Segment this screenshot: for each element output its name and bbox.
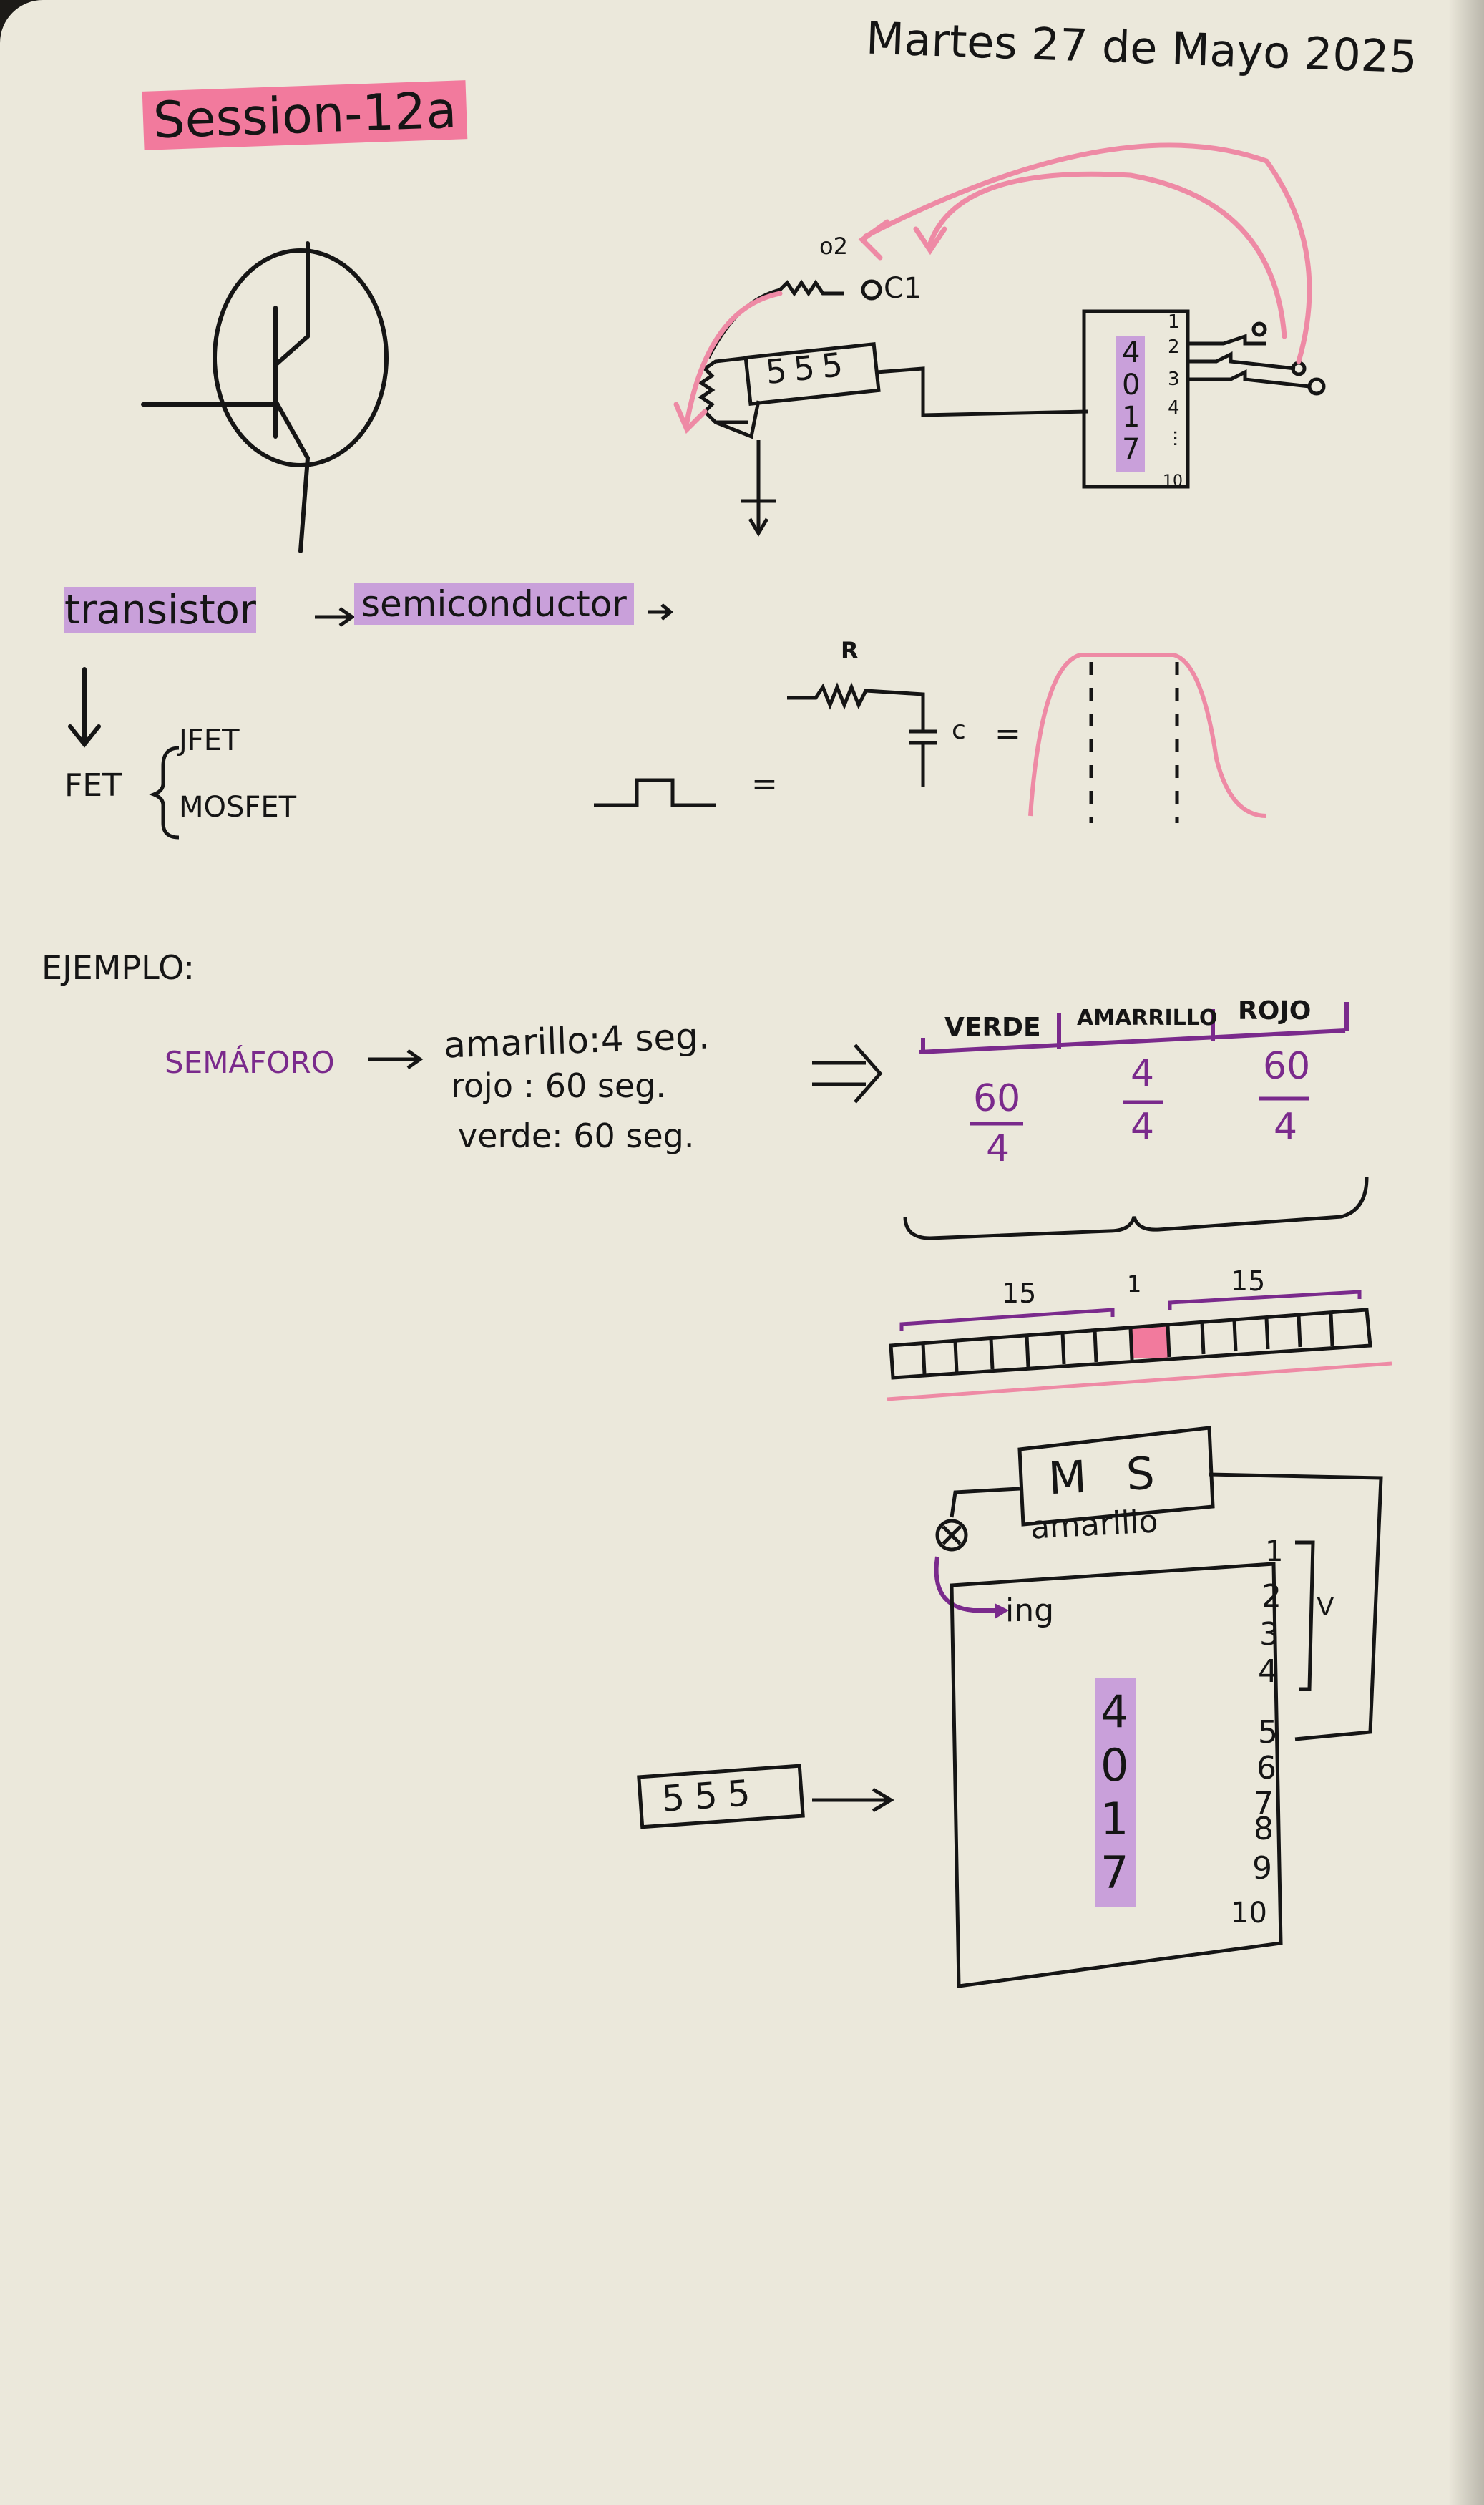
rc-filter-icon <box>787 682 937 787</box>
fet-brace-icon <box>149 746 180 840</box>
filtered-wave-icon <box>1028 653 1267 818</box>
fraction-lines-icon <box>970 1096 1309 1126</box>
down-arrow-icon <box>68 667 101 748</box>
fet-label: FET <box>64 767 122 804</box>
mosfet-label: MOSFET <box>179 791 297 824</box>
header-rojo: ROJO <box>1238 996 1312 1026</box>
feedback-arrows-icon <box>673 142 1312 434</box>
fraction-1-den: 4 <box>986 1127 1010 1170</box>
segment-label-15b: 15 <box>1231 1265 1266 1297</box>
fraction-3-den: 4 <box>1274 1106 1298 1149</box>
equals-2: = <box>995 716 1021 752</box>
pin-label-4: 4 <box>1168 397 1180 419</box>
chip-555-bottom-label: 555 <box>660 1771 762 1820</box>
chip-4017-bottom-icon <box>950 1540 1315 1988</box>
implies-arrow-icon <box>812 1044 883 1104</box>
fraction-2-num: 4 <box>1131 1052 1155 1095</box>
semiconductor-text: semiconductor <box>354 583 634 625</box>
transistor-symbol-icon <box>141 241 389 553</box>
right-arrow-small-icon <box>648 603 673 621</box>
v-label: V <box>1317 1592 1334 1622</box>
chip-4017-bottom-digit-4: 7 <box>1100 1847 1129 1899</box>
ing-arrow-icon <box>934 1556 998 1613</box>
pin-5: 5 <box>1258 1714 1278 1751</box>
pin-10: 10 <box>1231 1897 1267 1930</box>
semaforo-arrow-icon <box>368 1049 424 1070</box>
c-label: c <box>952 716 966 745</box>
arrow-555-icon <box>637 1764 894 1829</box>
chip-4017-top-icon <box>1082 309 1326 489</box>
time-rojo: rojo : 60 seg. <box>451 1066 666 1105</box>
fraction-1-num: 60 <box>973 1077 1021 1120</box>
sum-brace-icon <box>903 1177 1369 1240</box>
r-label: R <box>841 637 859 664</box>
chip-4017-bottom-digit-1: 4 <box>1100 1686 1129 1738</box>
pin-9: 9 <box>1252 1850 1272 1887</box>
chip-4017-bottom-digit-2: 0 <box>1100 1739 1129 1791</box>
amarillo-label: amarillo <box>1029 1503 1159 1547</box>
example-heading: EJEMPLO: <box>42 948 195 987</box>
pin-label-10: 10 <box>1163 472 1183 490</box>
pin-label-dots: ... <box>1169 429 1191 447</box>
pin-4: 4 <box>1258 1653 1278 1690</box>
pin-1: 1 <box>1265 1535 1284 1568</box>
square-wave-icon <box>594 778 716 807</box>
transistor-word: transistor <box>64 587 256 633</box>
chip-4017-top-digit-3: 1 <box>1122 401 1141 434</box>
pin-8: 8 <box>1254 1811 1274 1847</box>
pin-6: 6 <box>1256 1750 1276 1786</box>
c1-label: C1 <box>884 272 922 305</box>
ing-label: ing <box>1005 1592 1055 1629</box>
segment-label-15a: 15 <box>1002 1278 1037 1309</box>
chip-4017-bottom-digit-3: 1 <box>1100 1793 1129 1845</box>
jfet-label: JFET <box>179 724 240 757</box>
pin-7: 7 <box>1254 1786 1274 1822</box>
pin-label-1: 1 <box>1168 311 1180 333</box>
semiconductor-word: semiconductor <box>354 583 634 625</box>
fraction-3-num: 60 <box>1263 1045 1311 1088</box>
segment-brackets-icon <box>899 1290 1362 1331</box>
o2-label: o2 <box>819 233 848 260</box>
transistor-text: transistor <box>64 587 256 633</box>
ms-label: M S <box>1047 1446 1169 1505</box>
pin-label-2: 2 <box>1168 336 1180 358</box>
chip-4017-top-digit-4: 7 <box>1122 433 1141 466</box>
ms-box-icon <box>935 1426 1383 1741</box>
semaforo-table-icon <box>919 1002 1349 1054</box>
segment-label-1: 1 <box>1127 1270 1142 1298</box>
header-amarillo: AMARRILLO <box>1077 1006 1218 1031</box>
chip-4017-top-digit-1: 4 <box>1122 336 1141 369</box>
right-arrow-icon <box>315 606 356 628</box>
semaforo-label: SEMÁFORO <box>165 1045 335 1080</box>
time-verde: verde: 60 seg. <box>458 1117 695 1155</box>
segment-bar-icon <box>889 1308 1372 1380</box>
chip-555-top-icon <box>698 279 1088 537</box>
dashed-lines-icon <box>1089 662 1179 823</box>
fraction-2-den: 4 <box>1131 1106 1155 1149</box>
equals-1: = <box>751 766 778 802</box>
chip-4017-top-digit-2: 0 <box>1122 369 1141 402</box>
segment-underline-icon <box>887 1361 1392 1401</box>
pin-label-3: 3 <box>1168 369 1180 390</box>
header-verde: VERDE <box>944 1013 1041 1042</box>
pin-3: 3 <box>1259 1616 1279 1653</box>
pin-2: 2 <box>1261 1578 1282 1615</box>
